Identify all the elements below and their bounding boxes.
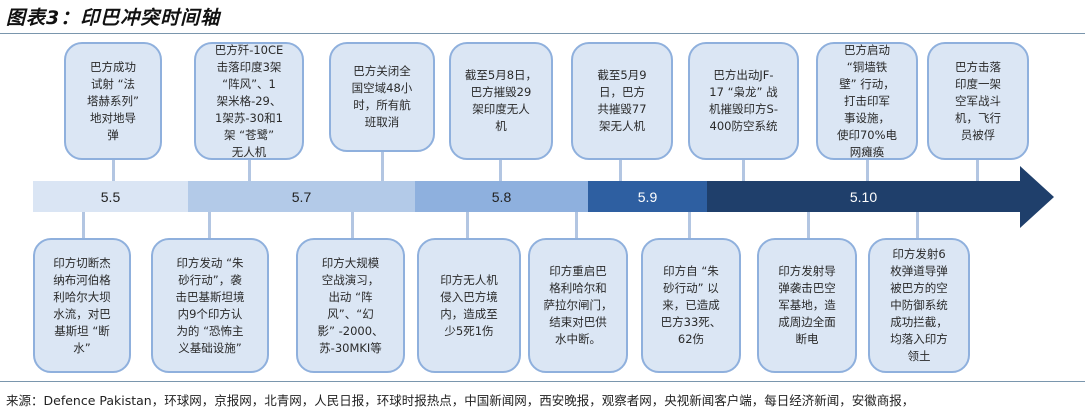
connector bbox=[208, 212, 211, 239]
event-text: 巴方出动JF- 17 “枭龙” 战 机摧毁印方S- 400防空系统 bbox=[709, 68, 778, 133]
top-divider bbox=[0, 33, 1085, 34]
segment-label: 5.10 bbox=[849, 188, 878, 205]
event-text: 印方无人机 侵入巴方境 内，造成至 少5死1伤 bbox=[440, 272, 498, 338]
top-event-box: 截至5月8日， 巴方摧毁29 架印度无人 机 bbox=[449, 42, 553, 160]
event-text: 巴方启动 “铜墙铁 壁” 行动， 打击印军 事设施， 使印70%电 网瘫痪 bbox=[836, 42, 898, 159]
top-event-box: 巴方出动JF- 17 “枭龙” 战 机摧毁印方S- 400防空系统 bbox=[688, 42, 799, 160]
connector bbox=[248, 158, 251, 181]
bottom-event-box: 印方发动 “朱 砂行动”，袭 击巴基斯坦境 内9个印方认 为的 “恐怖主 义基础… bbox=[151, 238, 269, 373]
bottom-event-box: 印方发射6 枚弹道导弹 被巴方的空 中防御系统 成功拦截， 均落入印方 领土 bbox=[868, 238, 970, 373]
connector bbox=[112, 160, 115, 181]
event-text: 巴方关闭全 国空域48小 时，所有航 班取消 bbox=[351, 64, 413, 129]
bottom-event-box: 印方发射导 弹袭击巴空 军基地，造 成周边全面 断电 bbox=[757, 238, 857, 373]
event-text: 截至5月9 日，巴方 共摧毁77 架无人机 bbox=[597, 68, 647, 133]
connector bbox=[688, 212, 691, 239]
event-text: 印方发动 “朱 砂行动”，袭 击巴基斯坦境 内9个印方认 为的 “恐怖主 义基础… bbox=[175, 255, 245, 355]
connector bbox=[575, 212, 578, 239]
top-event-box: 巴方启动 “铜墙铁 壁” 行动， 打击印军 事设施， 使印70%电 网瘫痪 bbox=[816, 42, 918, 160]
connector bbox=[499, 158, 502, 181]
segment-label: 5.7 bbox=[291, 188, 312, 205]
segment-label: 5.5 bbox=[100, 188, 121, 205]
timeline-segment-5-5: 5.5 bbox=[33, 181, 188, 212]
figure-title: 图表3：印巴冲突时间轴 bbox=[6, 7, 221, 29]
top-event-box: 巴方关闭全 国空域48小 时，所有航 班取消 bbox=[329, 42, 435, 152]
timeline-segment-5-9: 5.9 bbox=[588, 181, 707, 212]
connector bbox=[976, 158, 979, 181]
bottom-event-box: 印方无人机 侵入巴方境 内，造成至 少5死1伤 bbox=[417, 238, 521, 373]
connector bbox=[82, 212, 85, 239]
event-text: 印方切断杰 纳布河伯格 利哈尔大坝 水流，对巴 基斯坦 “断 水” bbox=[53, 255, 111, 355]
connector bbox=[619, 158, 622, 181]
connector bbox=[807, 212, 810, 239]
bottom-event-box: 印方自 “朱 砂行动” 以 来，已造成 巴方33死、 62伤 bbox=[641, 238, 741, 373]
connector bbox=[351, 212, 354, 239]
bottom-event-box: 印方大规模 空战演习， 出动 “阵 风”、“幻 影” -2000、 苏-30MK… bbox=[296, 238, 405, 373]
top-event-box: 截至5月9 日，巴方 共摧毁77 架无人机 bbox=[571, 42, 673, 160]
connector bbox=[381, 150, 384, 181]
top-event-box: 巴方歼-10CE 击落印度3架 “阵风”、1 架米格-29、 1架苏-30和1 … bbox=[194, 42, 304, 160]
event-text: 印方大规模 空战演习， 出动 “阵 风”、“幻 影” -2000、 苏-30MK… bbox=[317, 255, 384, 355]
bottom-divider bbox=[0, 381, 1085, 382]
connector bbox=[742, 158, 745, 181]
timeline-segment-5-8: 5.8 bbox=[415, 181, 588, 212]
timeline-segment-5-10: 5.10 bbox=[707, 181, 1020, 212]
event-text: 印方发射6 枚弹道导弹 被巴方的空 中防御系统 成功拦截， 均落入印方 领土 bbox=[890, 247, 948, 363]
event-text: 印方自 “朱 砂行动” 以 来，已造成 巴方33死、 62伤 bbox=[660, 264, 722, 346]
timeline-segment-5-7: 5.7 bbox=[188, 181, 415, 212]
top-event-box: 巴方成功 试射 “法 塔赫系列” 地对地导 弹 bbox=[64, 42, 162, 160]
event-text: 印方重启巴 格利哈尔和 萨拉尔闸门， 结束对巴供 水中断。 bbox=[543, 264, 613, 346]
event-text: 巴方击落 印度一架 空军战斗 机，飞行 员被俘 bbox=[955, 59, 1001, 142]
segment-label: 5.8 bbox=[491, 188, 512, 205]
timeline-arrow-icon bbox=[1020, 166, 1054, 228]
bottom-event-box: 印方切断杰 纳布河伯格 利哈尔大坝 水流，对巴 基斯坦 “断 水” bbox=[33, 238, 131, 373]
bottom-event-box: 印方重启巴 格利哈尔和 萨拉尔闸门， 结束对巴供 水中断。 bbox=[528, 238, 628, 373]
event-text: 巴方成功 试射 “法 塔赫系列” 地对地导 弹 bbox=[87, 59, 139, 142]
connector bbox=[916, 212, 919, 239]
source-note: 来源：Defence Pakistan，环球网，京报网，北青网，人民日报，环球时… bbox=[6, 393, 915, 408]
connector bbox=[466, 212, 469, 239]
segment-label: 5.9 bbox=[637, 188, 658, 205]
connector bbox=[866, 158, 869, 181]
event-text: 截至5月8日， 巴方摧毁29 架印度无人 机 bbox=[464, 68, 538, 133]
event-text: 印方发射导 弹袭击巴空 军基地，造 成周边全面 断电 bbox=[778, 264, 836, 346]
event-text: 巴方歼-10CE 击落印度3架 “阵风”、1 架米格-29、 1架苏-30和1 … bbox=[214, 42, 284, 159]
top-event-box: 巴方击落 印度一架 空军战斗 机，飞行 员被俘 bbox=[927, 42, 1029, 160]
